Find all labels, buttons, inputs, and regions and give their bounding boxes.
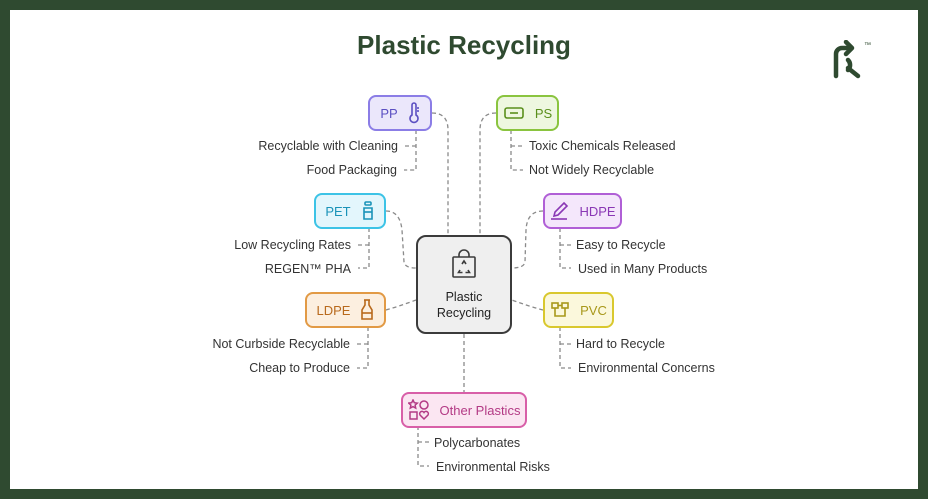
node-pvc-label: PVC: [580, 302, 607, 318]
ldpe-leaf-lines: [357, 327, 369, 369]
ldpe-item-1: Not Curbside Recyclable: [212, 337, 350, 351]
node-pp-label: PP: [380, 105, 398, 121]
node-ps-label: PS: [534, 105, 553, 121]
flask-icon: [360, 299, 374, 321]
pen-icon: [549, 201, 569, 221]
logo-trademark: ™: [864, 42, 871, 49]
page-title: Plastic Recycling: [357, 30, 571, 60]
other-item-2: Environmental Risks: [436, 460, 550, 474]
shapes-icon: [407, 399, 430, 421]
center-label-line2: Recycling: [436, 305, 492, 320]
ps-item-2: Not Widely Recyclable: [529, 163, 655, 177]
pvc-item-1: Hard to Recycle: [576, 337, 665, 351]
connector-pvc: [511, 299, 544, 311]
ps-leaf-lines: [510, 130, 523, 171]
node-ldpe: LDPE: [305, 292, 386, 328]
recycle-r-logo-icon: ™: [830, 39, 871, 85]
pp-item-1: Recyclable with Cleaning: [258, 139, 398, 153]
hdpe-item-1: Easy to Recycle: [576, 238, 666, 252]
node-ldpe-label: LDPE: [316, 302, 351, 318]
connector-ps: [479, 112, 497, 235]
center-node-plastic-recycling: Plastic Recycling: [416, 235, 512, 334]
ps-item-1: Toxic Chemicals Released: [529, 139, 676, 153]
node-ps: PS: [496, 95, 559, 131]
bottle-icon: [361, 201, 375, 221]
hdpe-leaf-lines: [559, 228, 571, 269]
pp-item-2: Food Packaging: [306, 163, 397, 177]
pvc-item-2: Environmental Concerns: [578, 361, 715, 375]
node-pet: PET: [314, 193, 386, 229]
connector-ldpe: [385, 299, 417, 311]
pet-leaf-lines: [358, 228, 370, 269]
node-other-plastics: Other Plastics: [401, 392, 527, 428]
connector-pet: [385, 210, 417, 269]
ldpe-item-2: Cheap to Produce: [249, 361, 350, 375]
connector-hdpe: [511, 210, 544, 269]
pvc-leaf-lines: [559, 327, 571, 369]
thermometer-icon: [408, 102, 420, 124]
other-leaf-lines: [417, 426, 429, 467]
pipe-icon: [550, 301, 570, 319]
node-hdpe: HDPE: [543, 193, 622, 229]
pet-item-1: Low Recycling Rates: [234, 238, 351, 252]
hdpe-item-2: Used in Many Products: [578, 262, 708, 276]
node-pvc: PVC: [543, 292, 614, 328]
node-pp: PP: [368, 95, 432, 131]
connector-pp: [431, 112, 449, 235]
node-other-label: Other Plastics: [439, 402, 521, 418]
pp-leaf-lines: [404, 130, 417, 171]
other-item-1: Polycarbonates: [434, 436, 521, 450]
node-pet-label: PET: [325, 203, 351, 219]
recycle-bag-icon: [450, 248, 478, 289]
pet-item-2: REGEN™ PHA: [264, 262, 351, 276]
node-hdpe-label: HDPE: [579, 203, 616, 219]
center-label-line1: Plastic: [445, 289, 483, 304]
container-icon: [503, 106, 525, 120]
